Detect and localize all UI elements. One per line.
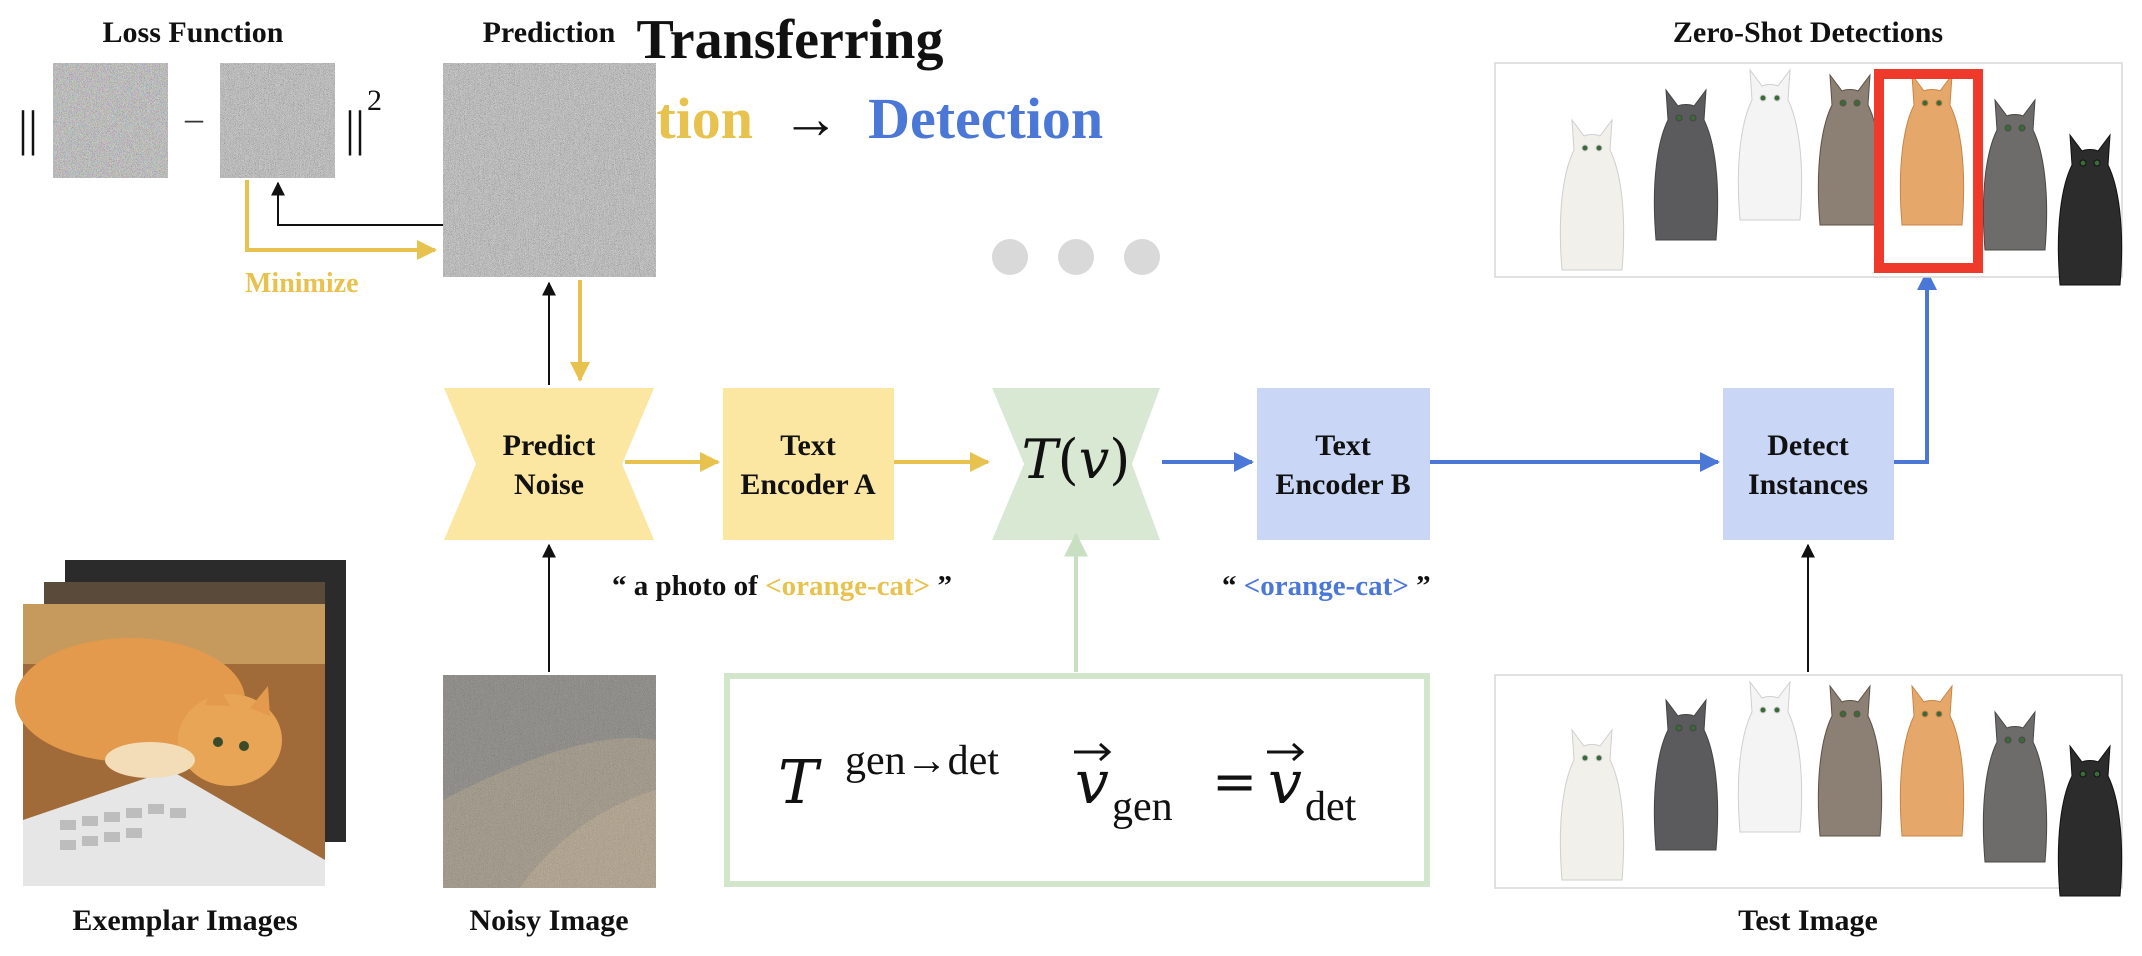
equation-v-det: v [1268,748,1302,818]
gen-prompt: “ a photo of <orange-cat> ” [612,570,952,602]
det-prompt-open: “ [1222,570,1244,602]
header-arrow: → [782,86,840,151]
predict-noise-block [444,388,654,540]
det-prompt-token: <orange-cat> [1244,570,1409,602]
text-encoder-b-line1: Text [1315,429,1371,462]
text-encoder-b-block [1257,388,1430,540]
loss-minus: – [184,98,204,138]
prediction-title: Prediction [483,16,616,49]
transform-symbol: T [1022,428,1062,491]
detect-instances-line1: Detect [1767,429,1849,462]
equation-v-gen: v [1075,748,1109,818]
zero-shot-title: Zero-Shot Detections [1673,16,1943,49]
test-image-caption: Test Image [1738,904,1878,937]
gen-prompt-close: ” [930,570,952,602]
prediction-image [443,63,656,277]
minimize-label: Minimize [245,268,359,299]
equation-gen-sub: gen [1112,784,1173,830]
det-prompt-close: ” [1409,570,1431,602]
equation-superscript: gen→det [845,738,999,784]
detect-to-detections-arrow [1894,270,1937,464]
header-title: Transferring [637,9,944,71]
predict-noise-line2: Noise [514,468,584,501]
vector-arrow-det-icon [1267,742,1305,762]
detect-instances-line2: Instances [1748,468,1868,501]
predicted-noise-thumb [220,63,335,178]
test-cats-image [1494,674,2123,897]
gen-prompt-token: <orange-cat> [765,570,930,602]
loss-title: Loss Function [103,16,284,49]
equation: T gen→det v gen = v det [778,738,1357,830]
ellipsis-dots [992,239,1160,275]
transform-block [992,388,1160,540]
text-encoder-a-line2: Encoder A [740,468,876,501]
vector-arrow-gen-icon [1074,742,1112,762]
predict-noise-line1: Predict [503,429,596,462]
detect-instances-block [1723,388,1894,540]
transform-open-paren: ( [1058,428,1079,491]
noise-sample-image [53,63,168,178]
text-encoder-a-block [723,388,894,540]
transform-label: T(v) [1022,428,1131,491]
equation-box [724,673,1430,887]
minimize-arrow [245,180,437,260]
exemplar-caption: Exemplar Images [72,904,297,937]
loss-exponent: 2 [367,84,382,117]
noisy-image-caption: Noisy Image [469,904,628,937]
cat-photo-icon [15,604,325,886]
det-prompt: “ <orange-cat> ” [1222,570,1431,602]
loss-open-bars: || [18,100,38,156]
transform-variable: v [1079,428,1110,491]
header-to-word: Detection [868,86,1103,151]
text-encoder-a-line1: Text [780,429,836,462]
transform-close-paren: ) [1109,428,1130,491]
detection-box [1874,69,1983,273]
gen-prompt-open: “ a photo of [612,570,765,602]
equation-equals: = [1212,750,1257,813]
transform-notch [1132,388,1160,540]
feedback-arrow [271,181,443,226]
noisy-image [443,675,656,888]
zero-shot-cats-image [1494,62,2123,286]
text-encoder-b-line2: Encoder B [1275,468,1410,501]
equation-det-sub: det [1305,784,1357,830]
loss-close-bars: || [345,100,365,156]
equation-T: T [778,748,822,818]
transform-left-notch [992,388,1024,540]
